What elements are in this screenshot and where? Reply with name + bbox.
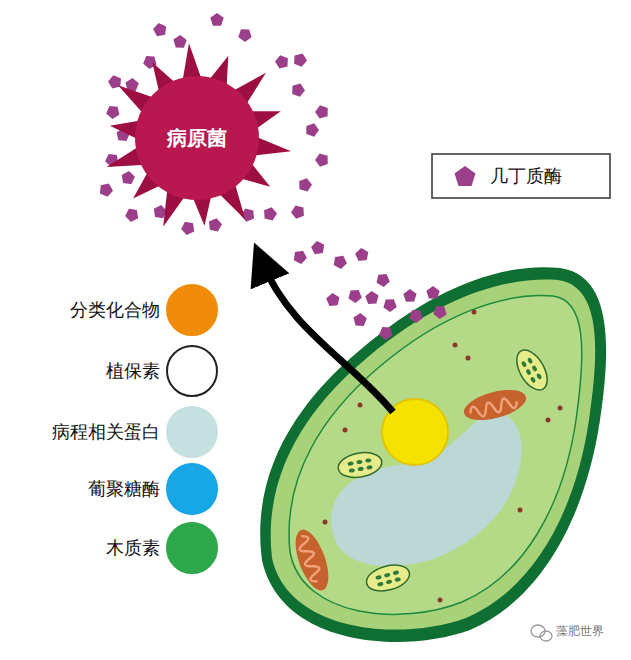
chitinase-particle xyxy=(377,274,390,287)
legend-swatch xyxy=(166,463,218,515)
chitinase-particle xyxy=(409,310,422,323)
cell-membrane xyxy=(289,296,582,615)
chitinase-particle xyxy=(210,13,223,26)
mitochondrion xyxy=(461,384,530,426)
legend-swatch xyxy=(166,522,218,574)
chitinase-particle xyxy=(264,207,277,220)
chitinase-particle xyxy=(433,306,446,319)
pathogen-body xyxy=(135,76,259,200)
chitinase-particle xyxy=(403,289,416,302)
legend-frame xyxy=(432,154,610,198)
cell-body xyxy=(271,280,596,630)
chitinase-particle xyxy=(292,83,305,96)
chitinase-particle xyxy=(122,171,135,184)
chitinase-particle xyxy=(354,313,367,326)
organelle-dot xyxy=(323,520,328,525)
legend-pentagon xyxy=(452,163,478,189)
chitinase-particle xyxy=(349,290,362,303)
watermark: 藻肥世界 xyxy=(556,623,604,640)
chitinase-particle xyxy=(383,299,396,312)
chitinase-particle xyxy=(100,184,113,197)
legend-text: 病程相关蛋白 xyxy=(52,420,160,444)
chitinase-particle xyxy=(294,251,307,264)
chitinase-particle xyxy=(306,123,319,136)
pathogen-label: 病原菌 xyxy=(167,125,227,152)
chitinase-particle xyxy=(426,286,439,299)
chitinase-particles xyxy=(100,13,447,340)
legend-row: 分类化合物 xyxy=(70,296,160,324)
chitinase-particle xyxy=(299,178,312,191)
organelle-dot xyxy=(518,508,523,513)
chitinase-particle xyxy=(275,55,288,68)
legend-swatch xyxy=(166,284,218,336)
organelle-dots xyxy=(323,310,563,603)
cell-wall xyxy=(260,267,606,642)
chloroplast xyxy=(511,345,554,395)
chitinase-particle xyxy=(294,54,307,67)
wechat-icon xyxy=(531,625,552,641)
legend-row: 几丁质酶 xyxy=(452,162,562,190)
organelle-dot xyxy=(546,418,551,423)
chitinase-particle xyxy=(355,248,368,261)
chloroplast xyxy=(336,449,383,480)
organelle-dot xyxy=(358,403,363,408)
chitinase-particle xyxy=(238,29,251,42)
mitochondrion xyxy=(289,525,335,594)
chitinase-particle xyxy=(334,256,347,269)
chitinase-particle xyxy=(315,105,328,118)
chitinase-particle xyxy=(106,106,119,119)
chitinase-particle xyxy=(125,209,138,222)
organelle-dot xyxy=(343,428,348,433)
organelle-dot xyxy=(466,356,471,361)
legend-row: 木质素 xyxy=(106,534,160,562)
legend-text: 植保素 xyxy=(106,359,160,383)
legend-text: 分类化合物 xyxy=(70,298,160,322)
chitinase-particle xyxy=(326,293,339,306)
secretion-arrow xyxy=(262,262,393,412)
legend-text: 葡聚糖酶 xyxy=(88,477,160,501)
chloroplast xyxy=(364,561,413,596)
organelle-dot xyxy=(558,406,563,411)
chitinase-particle xyxy=(173,35,186,48)
organelle-dot xyxy=(472,310,477,315)
chitinase-particle xyxy=(209,218,222,231)
chitinase-particle xyxy=(291,206,304,219)
legend-text: 木质素 xyxy=(106,536,160,560)
legend-row: 植保素 xyxy=(106,357,160,385)
pathogen-node: 病原菌 xyxy=(99,40,295,236)
legend-swatch xyxy=(166,406,218,458)
chitinase-particle xyxy=(153,23,166,36)
organelle-dot xyxy=(438,598,443,603)
chitinase-particle xyxy=(311,241,324,254)
legend-row: 葡聚糖酶 xyxy=(88,475,160,503)
chitinase-particle xyxy=(365,291,378,304)
legend-row: 病程相关蛋白 xyxy=(52,418,160,446)
organelle-dot xyxy=(453,343,458,348)
chitinase-particle xyxy=(181,222,194,235)
chitinase-particle xyxy=(379,327,392,340)
legend-text: 几丁质酶 xyxy=(490,164,562,188)
legend-swatch xyxy=(166,345,218,397)
chitinase-particle xyxy=(315,153,328,166)
